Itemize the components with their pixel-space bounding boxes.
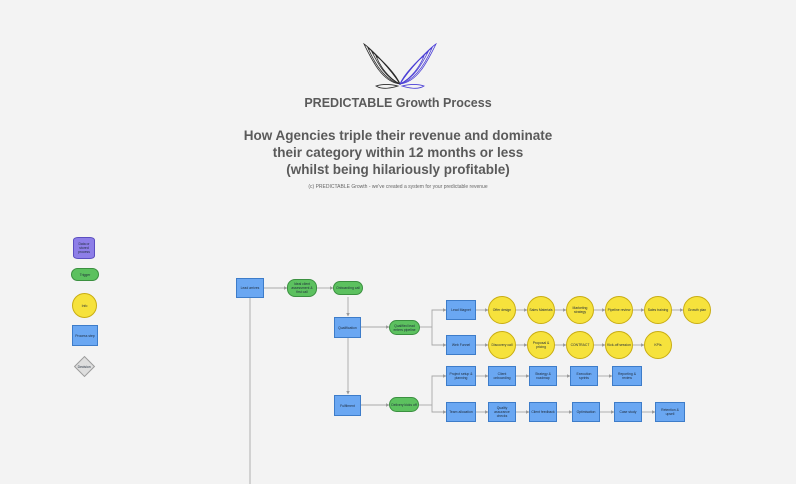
flow-hub-fulfilment: Fulfilment xyxy=(334,395,361,416)
branch-web-funnel: Web Funnel xyxy=(446,335,476,355)
butterfly-icon xyxy=(362,42,438,89)
row2-info-2: Proposal & pricing xyxy=(527,331,555,359)
row1-info-6: Growth plan xyxy=(683,296,711,324)
flow-start: Lead arrives xyxy=(236,278,264,298)
row3-step-1: Project setup & planning xyxy=(446,366,476,386)
flow-hub-qualification: Qualification xyxy=(334,317,361,338)
row1-info-3: Marketing strategy xyxy=(566,296,594,324)
legend-circle: Info xyxy=(72,293,97,318)
row4-step-5: Case study xyxy=(614,402,642,422)
row3-step-3: Strategy & roadmap xyxy=(529,366,557,386)
row1-info-2: Sales Materials xyxy=(527,296,555,324)
row4-step-3: Client feedback xyxy=(529,402,557,422)
row2-info-1: Discovery call xyxy=(488,331,516,359)
row4-step-2: Quality assurance checks xyxy=(488,402,516,422)
legend-rect: Process step xyxy=(72,325,98,346)
flow-trigger-3: Qualified lead enters pipeline xyxy=(389,320,420,335)
page-caption: (c) PREDICTABLE Growth - we've created a… xyxy=(308,184,488,190)
row2-info-4: Kick-off session xyxy=(605,331,633,359)
row1-info-5: Sales training xyxy=(644,296,672,324)
branch-lead-magnet: Lead Magnet xyxy=(446,300,476,320)
page-subtitle: How Agencies triple their revenue and do… xyxy=(0,127,796,178)
row2-info-3: CONTRACT xyxy=(566,331,594,359)
row3-step-2: Client onboarding xyxy=(488,366,516,386)
subtitle-line-1: How Agencies triple their revenue and do… xyxy=(243,128,553,143)
flow-trigger-2: Onboarding call xyxy=(333,281,363,295)
flow-trigger-1: Ideal client assessment & first call xyxy=(287,279,317,297)
subtitle-line-3: (whilst being hilariously profitable) xyxy=(286,162,510,177)
legend-pill: Trigger xyxy=(71,268,99,281)
subtitle-line-2: their category within 12 months or less xyxy=(272,145,524,160)
row2-info-5: KPIs xyxy=(644,331,672,359)
legend-cylinder: Data or stored process xyxy=(73,237,95,259)
page-title: PREDICTABLE Growth Process xyxy=(304,96,492,110)
row1-info-4: Pipeline review xyxy=(605,296,633,324)
row3-step-4: Execution sprints xyxy=(570,366,598,386)
row4-step-4: Optimisation xyxy=(572,402,600,422)
row4-step-1: Team allocation xyxy=(446,402,476,422)
flow-trigger-4: Delivery kicks off xyxy=(389,397,419,412)
row4-step-6: Retention & upsell xyxy=(655,402,685,422)
row3-step-5: Reporting & review xyxy=(612,366,642,386)
row1-info-1: Offer design xyxy=(488,296,516,324)
